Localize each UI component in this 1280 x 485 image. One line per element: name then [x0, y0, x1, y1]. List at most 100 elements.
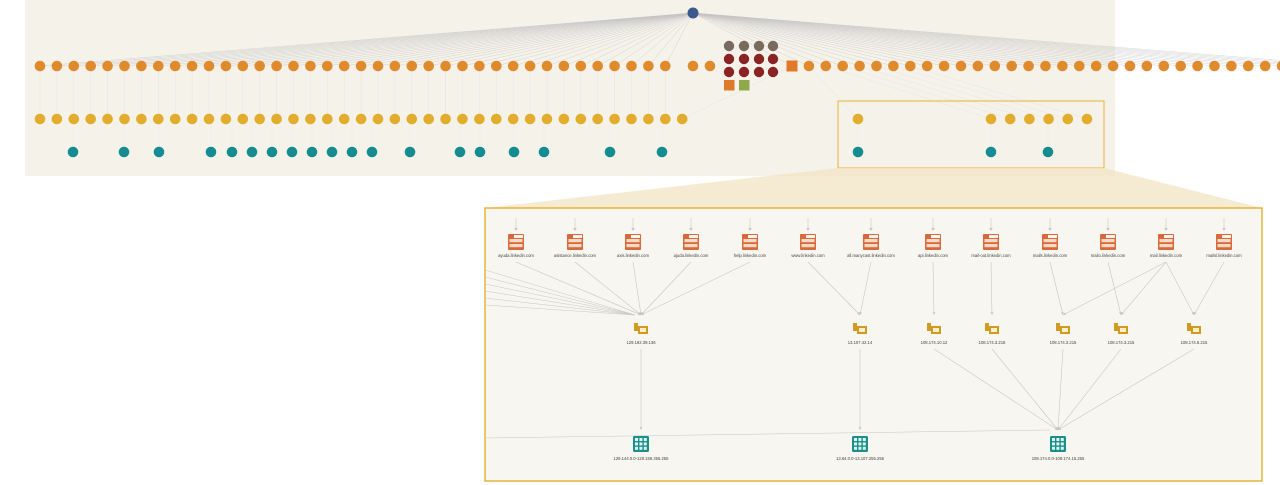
domain-node[interactable]	[1124, 60, 1136, 72]
domain-node[interactable]	[837, 60, 848, 72]
domain-node[interactable]	[1259, 60, 1271, 72]
subdomain-node[interactable]	[338, 113, 350, 125]
domain-node[interactable]	[288, 60, 299, 72]
subdomain-node[interactable]	[1043, 113, 1054, 125]
domain-node[interactable]	[524, 60, 536, 72]
domain-node[interactable]	[888, 60, 899, 72]
domain-node-square[interactable]	[786, 60, 798, 72]
domain-node[interactable]	[687, 60, 699, 72]
ip-node[interactable]	[604, 146, 616, 158]
domain-node[interactable]	[355, 60, 367, 72]
cluster-node-red[interactable]	[767, 66, 779, 78]
subdomain-node[interactable]	[1004, 113, 1016, 125]
cluster-node-gray[interactable]	[738, 40, 750, 52]
domain-node[interactable]	[955, 60, 967, 72]
subdomain-node[interactable]	[237, 113, 249, 125]
subdomain-node[interactable]	[575, 113, 587, 125]
cluster-node-red[interactable]	[723, 53, 735, 65]
cluster-node-gray[interactable]	[723, 40, 735, 52]
dns-record-node[interactable]	[567, 234, 583, 250]
dns-record-node[interactable]	[800, 234, 816, 250]
ip-address-node[interactable]	[634, 323, 648, 334]
subdomain-node[interactable]	[119, 113, 130, 125]
domain-node[interactable]	[1243, 60, 1254, 72]
subdomain-node[interactable]	[254, 113, 265, 125]
subdomain-node[interactable]	[660, 113, 671, 125]
ip-node[interactable]	[266, 146, 278, 158]
dns-record-node[interactable]	[742, 234, 758, 250]
subdomain-node[interactable]	[1024, 113, 1035, 125]
dns-record-node[interactable]	[508, 234, 524, 250]
domain-node[interactable]	[372, 60, 384, 72]
domain-node[interactable]	[1175, 60, 1186, 72]
ip-node[interactable]	[1042, 146, 1054, 158]
network-range-node[interactable]	[1050, 436, 1066, 452]
subdomain-node[interactable]	[136, 113, 147, 125]
domain-node[interactable]	[1074, 60, 1085, 72]
domain-node[interactable]	[854, 60, 865, 72]
dns-record-node[interactable]	[1042, 234, 1058, 250]
domain-node[interactable]	[338, 60, 350, 72]
subdomain-node[interactable]	[626, 113, 637, 125]
ip-node[interactable]	[346, 146, 358, 158]
domain-node[interactable]	[51, 60, 63, 72]
domain-node[interactable]	[643, 60, 654, 72]
subdomain-node[interactable]	[68, 113, 80, 125]
ip-address-node[interactable]	[1056, 323, 1070, 334]
ip-address-node[interactable]	[1114, 323, 1128, 334]
domain-node[interactable]	[905, 60, 916, 72]
cluster-node-orange-square[interactable]	[724, 80, 735, 91]
subdomain-node[interactable]	[423, 113, 435, 125]
root-node[interactable]	[687, 7, 699, 19]
subdomain-node[interactable]	[609, 113, 620, 125]
subdomain-node[interactable]	[153, 113, 164, 125]
domain-node[interactable]	[609, 60, 620, 72]
subdomain-node[interactable]	[220, 113, 232, 125]
domain-node[interactable]	[871, 60, 882, 72]
domain-node[interactable]	[389, 60, 401, 72]
ip-node[interactable]	[306, 146, 318, 158]
subdomain-node[interactable]	[406, 113, 418, 125]
cluster-node-red[interactable]	[753, 53, 765, 65]
subdomain-node[interactable]	[102, 113, 113, 125]
subdomain-node[interactable]	[355, 113, 367, 125]
subdomain-node[interactable]	[474, 113, 485, 125]
domain-node[interactable]	[457, 60, 468, 72]
domain-node[interactable]	[406, 60, 418, 72]
subdomain-node[interactable]	[1062, 113, 1074, 125]
subdomain-node[interactable]	[491, 113, 502, 125]
domain-node[interactable]	[1276, 61, 1280, 72]
ip-node[interactable]	[366, 146, 378, 158]
subdomain-node[interactable]	[389, 113, 401, 125]
subdomain-node[interactable]	[440, 113, 451, 125]
domain-node[interactable]	[558, 60, 570, 72]
cluster-node-red[interactable]	[738, 53, 750, 65]
dns-record-node[interactable]	[683, 234, 699, 250]
domain-node[interactable]	[592, 60, 603, 72]
ip-address-node[interactable]	[1187, 323, 1201, 334]
domain-node[interactable]	[271, 60, 282, 72]
dns-record-node[interactable]	[925, 234, 941, 250]
subdomain-node[interactable]	[676, 113, 688, 125]
domain-node[interactable]	[704, 60, 716, 72]
domain-node[interactable]	[322, 60, 333, 72]
domain-node[interactable]	[34, 60, 46, 72]
domain-node[interactable]	[972, 60, 984, 72]
ip-node[interactable]	[538, 146, 550, 158]
subdomain-node[interactable]	[169, 113, 181, 125]
domain-node[interactable]	[305, 60, 316, 72]
domain-node[interactable]	[203, 60, 215, 72]
ip-node[interactable]	[404, 146, 416, 158]
domain-node[interactable]	[254, 60, 265, 72]
subdomain-node[interactable]	[592, 113, 603, 125]
domain-node[interactable]	[68, 60, 80, 72]
cluster-node-red[interactable]	[723, 66, 735, 78]
domain-node[interactable]	[237, 60, 249, 72]
domain-node[interactable]	[938, 60, 950, 72]
subdomain-node[interactable]	[186, 113, 198, 125]
domain-node[interactable]	[1209, 60, 1220, 72]
cluster-node-green-square[interactable]	[739, 80, 750, 91]
subdomain-node[interactable]	[558, 113, 570, 125]
ip-node[interactable]	[118, 146, 130, 158]
domain-node[interactable]	[1226, 60, 1237, 72]
